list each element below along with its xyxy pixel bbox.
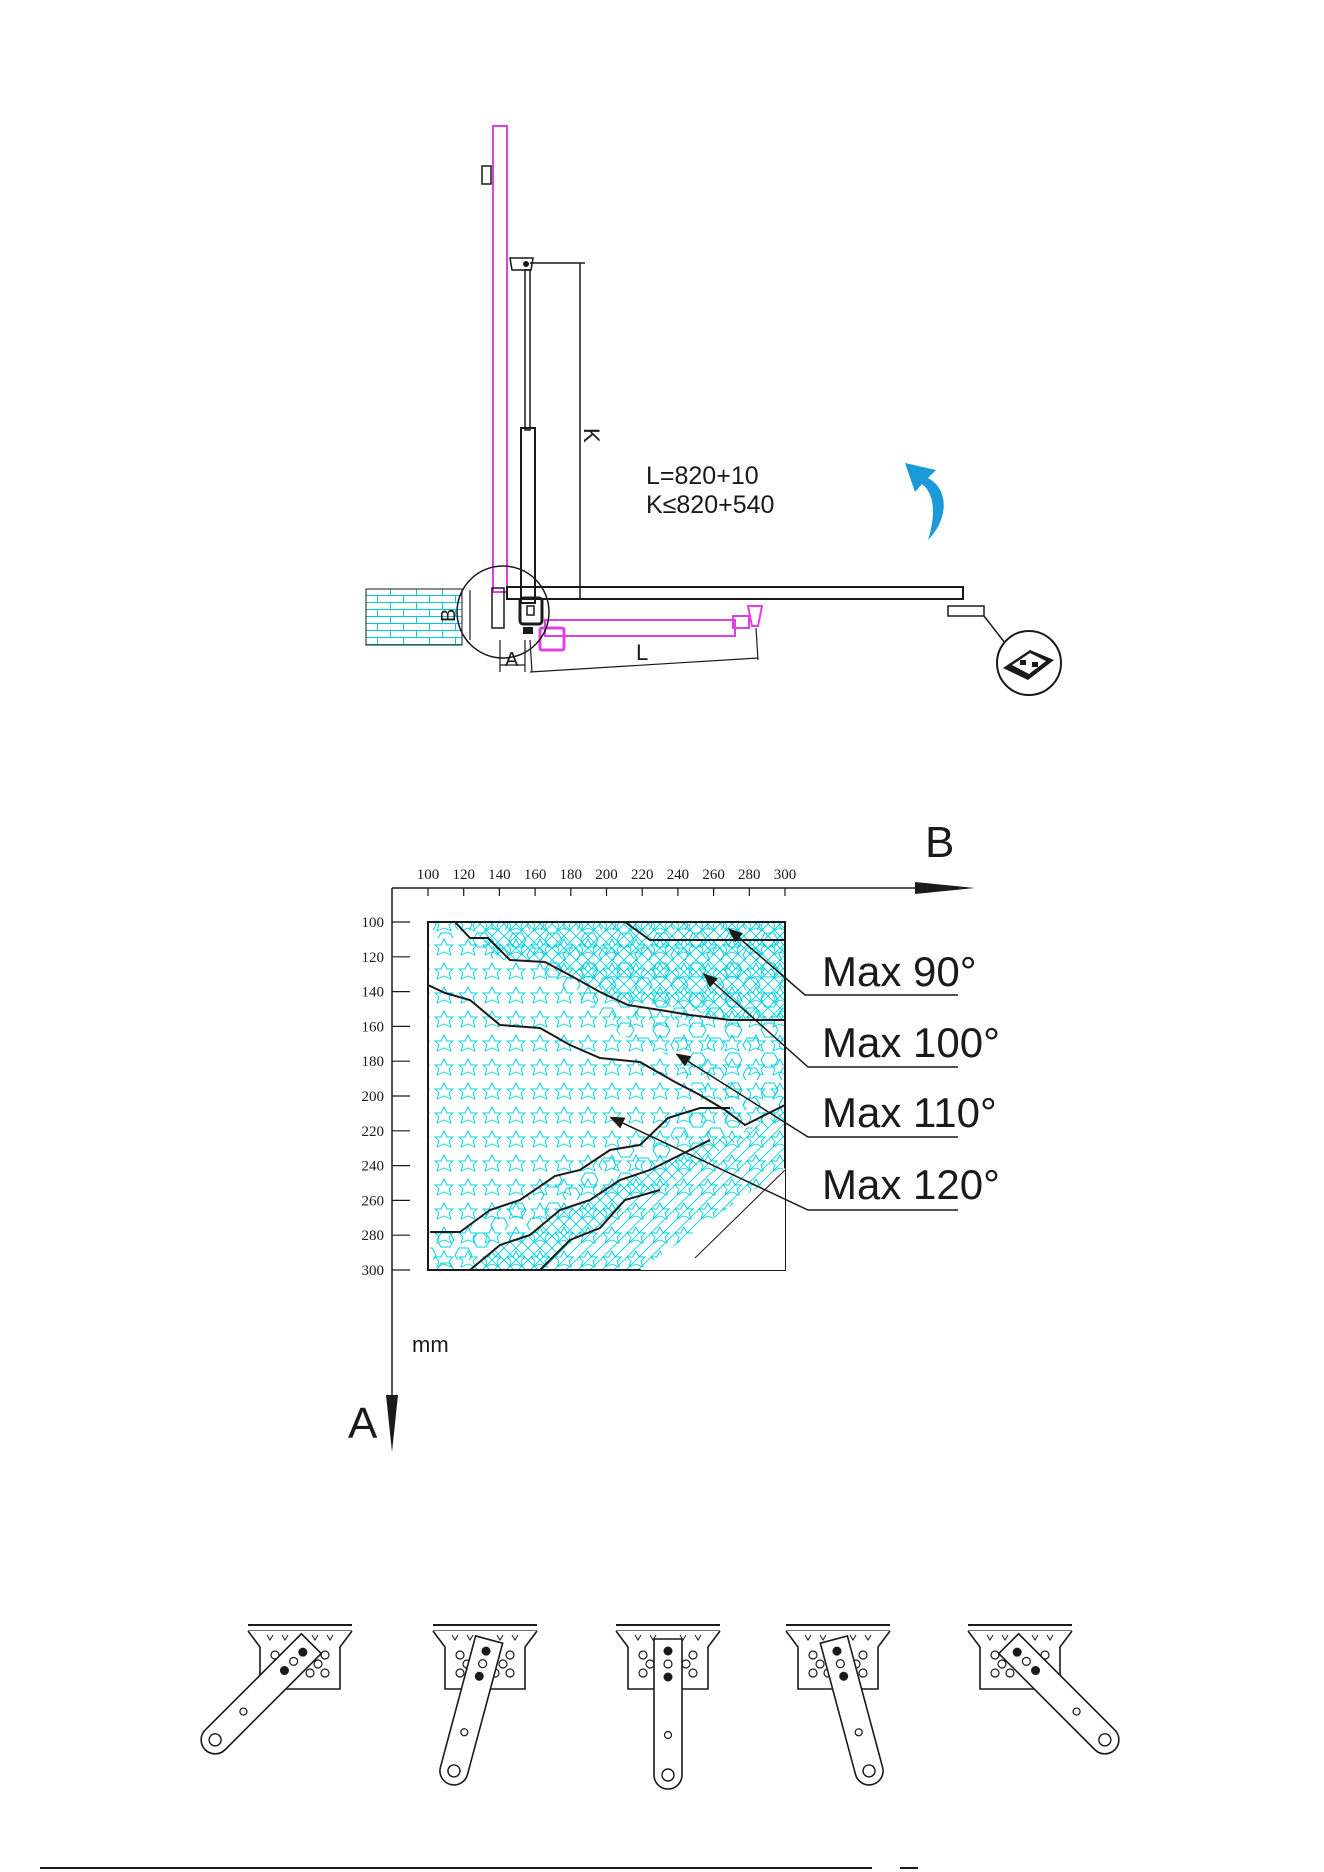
top-tick-label: 260 [702,867,725,883]
left-tick-label: 140 [362,985,385,1001]
left-tick-label: 100 [362,915,385,931]
zone-label-100: Max 100° [822,1019,1000,1066]
zone-label-120: Max 120° [822,1161,1000,1208]
actuator-horizontal-body [545,620,735,636]
actuator-vertical-rod [525,270,530,430]
top-tick-label: 160 [524,867,547,883]
left-tick-label: 200 [362,1089,385,1105]
top-tick-label: 220 [631,867,654,883]
zone-90-fill [625,922,785,940]
hinge-post [492,588,504,628]
actuator-front-mount [510,258,533,270]
rotation-arrow-icon [905,463,944,540]
angle-chart: B A mm 100 120 140 160 180 200 220 240 260 280 300… [348,818,1000,1452]
k-dimension-label: K [579,428,604,443]
a-dimension-label: A [505,649,519,671]
top-tick-label: 240 [667,867,690,883]
top-tick-label: 280 [738,867,761,883]
bracket-left-45 [195,1625,352,1760]
left-tick-label: 240 [362,1159,385,1175]
bracket-right-45 [968,1625,1125,1760]
top-ticks: 100 120 140 160 180 200 220 240 260 280 300 [417,867,797,896]
bracket-center [616,1625,720,1789]
formula-l: L=820+10 [646,462,759,490]
left-tick-label: 300 [362,1263,385,1279]
hinge-detail-circle [457,566,549,658]
left-tick-label: 180 [362,1054,385,1070]
top-tick-label: 140 [488,867,511,883]
top-tick-label: 100 [417,867,440,883]
top-tick-label: 120 [452,867,475,883]
bracket-positions [195,1625,1124,1789]
gate-open-outline [493,126,507,592]
left-tick-label: 120 [362,950,385,966]
left-tick-label: 220 [362,1124,385,1140]
formula-k: K≤820+540 [646,491,774,519]
top-tick-label: 200 [595,867,618,883]
bracket-magenta [540,628,564,650]
bracket-arm [999,1634,1125,1760]
bracket-arm [195,1634,321,1760]
b-dimension-label: B [438,609,460,622]
bracket-arm [654,1639,682,1789]
installation-diagram: K L=820+10 K≤820+540 B [366,126,1061,695]
top-tick-label: 300 [774,867,797,883]
motor-block [520,598,542,624]
left-ticks: 100 120 140 160 180 200 220 240 260 280 300 [362,915,411,1279]
zone-label-110: Max 110° [822,1089,997,1136]
k-dimension-line [530,263,585,600]
actuator-rear-mount [748,606,762,626]
left-tick-label: 260 [362,1193,385,1209]
bracket-right-15 [786,1625,890,1788]
l-dimension-label: L [636,640,648,665]
axis-a-label: A [348,1399,378,1448]
gate-closed [507,587,963,599]
zone-label-90: Max 90° [822,948,977,995]
axis-b-label: B [925,818,954,867]
top-tick-label: 180 [560,867,583,883]
gate-handle [482,166,491,184]
unit-label: mm [412,1332,449,1357]
gate-stop [948,606,984,616]
axis-b-arrow [915,882,975,894]
bracket-left-15 [433,1625,537,1788]
left-tick-label: 280 [362,1228,385,1244]
axis-a-arrow [386,1395,398,1452]
left-tick-label: 160 [362,1019,385,1035]
